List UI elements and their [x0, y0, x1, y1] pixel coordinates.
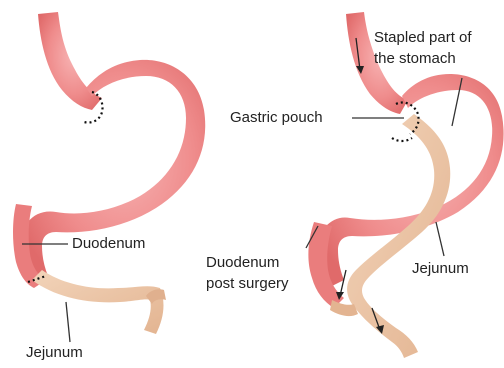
left-jejunum-label: Jejunum — [26, 343, 83, 362]
left-jejunum-leader — [66, 302, 70, 342]
duodenum-label: Duodenum — [72, 234, 145, 253]
right-stomach-body — [321, 74, 503, 286]
duodenum-post-label-line2: post surgery — [206, 274, 289, 293]
stapled-label-line2: the stomach — [374, 49, 456, 68]
gastric-pouch-label: Gastric pouch — [230, 108, 323, 127]
duodenum-post-label-line1: Duodenum — [206, 253, 279, 272]
stapled-label-line1: Stapled part of — [374, 28, 472, 47]
left-jejunum — [32, 270, 163, 334]
right-jejunum-leader — [436, 222, 444, 256]
normal-stomach — [13, 12, 205, 342]
pouch-dots-bottom — [392, 138, 412, 141]
right-jejunum-label: Jejunum — [412, 259, 469, 278]
